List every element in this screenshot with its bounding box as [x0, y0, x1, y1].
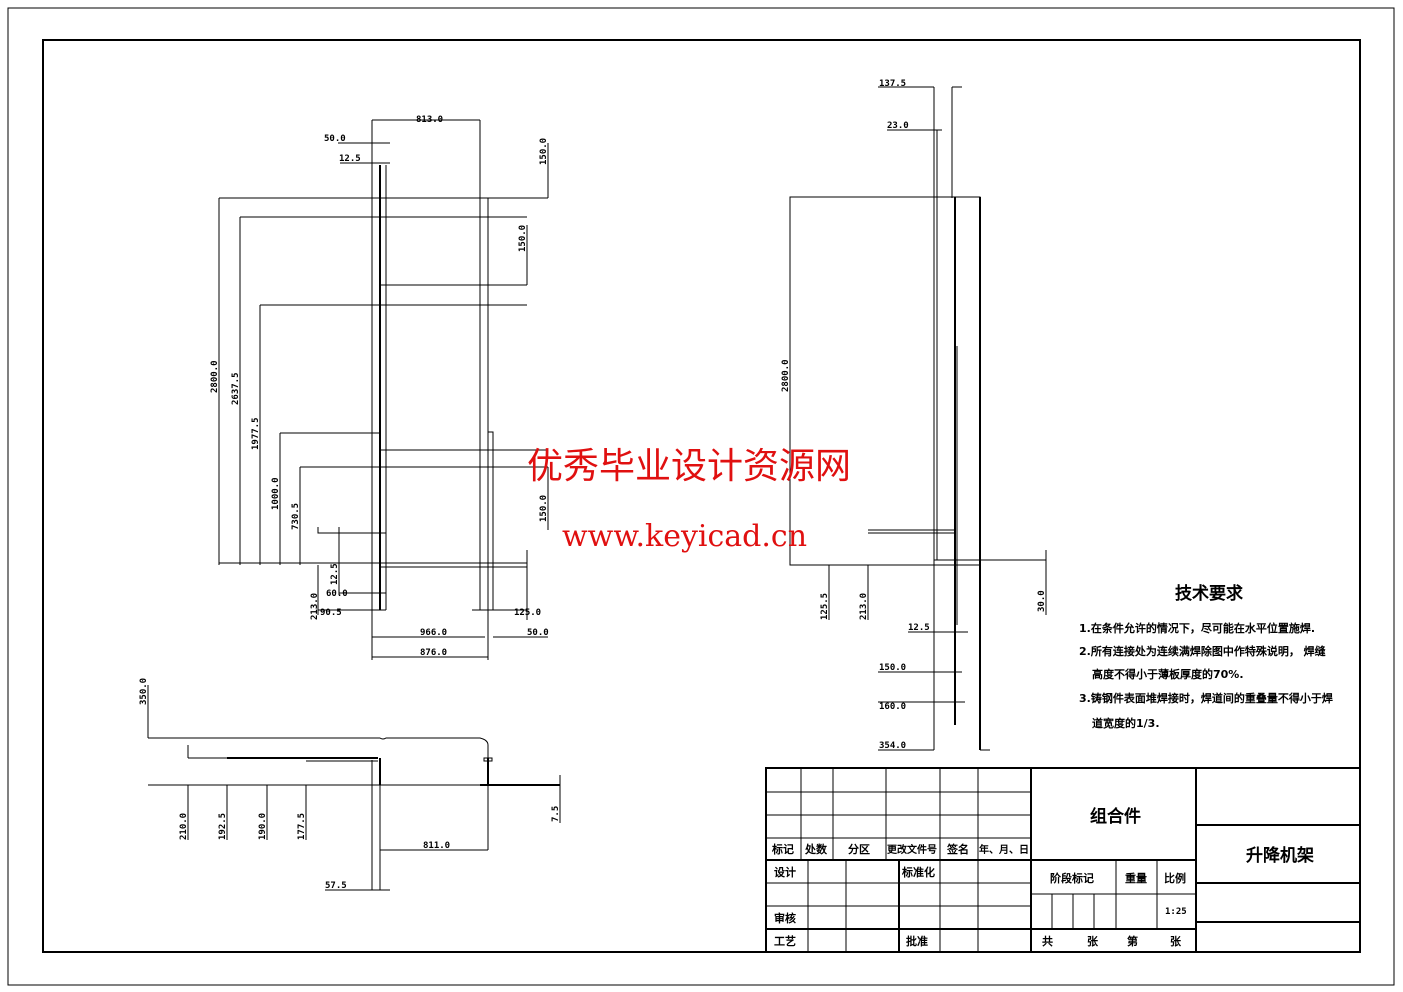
technical-requirements: 技术要求 1.在条件允许的情况下，尽可能在水平位置施焊. 2.所有连接处为连续满…	[1079, 583, 1333, 730]
dim-label: 213.0	[859, 593, 869, 620]
dim-label: 12.5	[908, 623, 930, 633]
label-scale: 比例	[1164, 871, 1186, 885]
label-sheet-no: 第	[1127, 934, 1138, 948]
dim-label: 125.5	[820, 593, 830, 620]
inner-frame	[42, 39, 1361, 953]
dim-label: 876.0	[420, 648, 447, 658]
label-weight: 重量	[1125, 871, 1147, 885]
header-count: 处数	[804, 842, 828, 856]
front-view: 813.0 50.0 12.5 150.0 150.0 2800.0 2637.…	[210, 115, 549, 660]
dim-label: 813.0	[416, 115, 443, 125]
dim-label: 210.0	[179, 813, 189, 840]
label-standardization: 标准化	[901, 865, 935, 879]
dim-label: 23.0	[887, 121, 909, 131]
label-approve: 批准	[906, 934, 928, 948]
dim-label: 354.0	[879, 741, 906, 751]
label-sheets-total: 共	[1042, 934, 1053, 948]
dim-label: 150.0	[539, 138, 549, 165]
label-review: 审核	[774, 911, 796, 925]
dim-label: 213.0	[310, 593, 320, 620]
label-design: 设计	[774, 865, 796, 879]
dim-label: 350.0	[139, 678, 149, 705]
scale-value: 1:25	[1165, 907, 1187, 917]
title-block: 标记 处数 分区 更改文件号 签名 年、月、日 设计 标准化 审核 工艺 批准 …	[765, 767, 1361, 953]
dim-label: 150.0	[879, 663, 906, 673]
label-stage-mark: 阶段标记	[1050, 871, 1094, 885]
dim-label: 150.0	[539, 495, 549, 522]
dim-label: 190.0	[258, 813, 268, 840]
side-view: 137.5 23.0 2800.0 125.5 213.0 12.5 30.0 …	[781, 79, 1047, 751]
part-type: 组合件	[1090, 806, 1141, 827]
dim-label: 50.0	[527, 628, 549, 638]
label-process: 工艺	[774, 934, 796, 948]
dim-label: 1000.0	[271, 477, 281, 510]
label-sheets-unit: 张	[1087, 934, 1099, 948]
tech-line: 1.在条件允许的情况下，尽可能在水平位置施焊.	[1079, 621, 1315, 635]
top-view: 350.0 210.0 192.5 190.0 177.5 811.0 57.5…	[139, 678, 561, 891]
dim-label: 192.5	[218, 813, 228, 840]
dim-label: 730.5	[291, 503, 301, 530]
dim-label: 137.5	[879, 79, 906, 89]
header-date: 年、月、日	[979, 843, 1029, 856]
dim-label: 1977.5	[251, 417, 261, 450]
dim-label: 2800.0	[781, 359, 791, 392]
header-change-doc: 更改文件号	[887, 843, 937, 856]
watermark-url: www.keyicad.cn	[562, 519, 807, 554]
tech-line: 道宽度的1/3.	[1092, 716, 1160, 730]
dim-label: 811.0	[423, 841, 450, 851]
dim-label: 2637.5	[231, 372, 241, 405]
dim-label: 2800.0	[210, 360, 220, 393]
dim-label: 150.0	[518, 225, 528, 252]
watermark-title: 优秀毕业设计资源网	[527, 446, 851, 487]
header-signature: 签名	[946, 842, 969, 856]
tech-line: 2.所有连接处为连续满焊除图中作特殊说明， 焊缝	[1079, 644, 1326, 658]
dim-label: 7.5	[551, 806, 561, 822]
dim-label: 12.5	[339, 154, 361, 164]
dim-label: 125.0	[514, 608, 541, 618]
outer-border	[7, 7, 1395, 986]
dim-label: 30.0	[1037, 590, 1047, 612]
dim-label: 57.5	[325, 881, 347, 891]
dim-label: 60.0	[326, 589, 348, 599]
dim-label: 50.0	[324, 134, 346, 144]
dim-label: 177.5	[297, 813, 307, 840]
dim-label: 12.5	[330, 563, 340, 585]
dim-label: 160.0	[879, 702, 906, 712]
drawing-name: 升降机架	[1246, 845, 1314, 866]
dim-label: 966.0	[420, 628, 447, 638]
header-mark: 标记	[771, 842, 794, 856]
header-zone: 分区	[848, 842, 870, 856]
tech-heading: 技术要求	[1175, 583, 1243, 604]
dim-label: 90.5	[320, 608, 342, 618]
tech-line: 3.铸钢件表面堆焊接时，焊道间的重叠量不得小于焊	[1079, 691, 1333, 705]
tech-line: 高度不得小于薄板厚度的70%.	[1092, 667, 1244, 681]
label-sheet-unit: 张	[1170, 934, 1182, 948]
